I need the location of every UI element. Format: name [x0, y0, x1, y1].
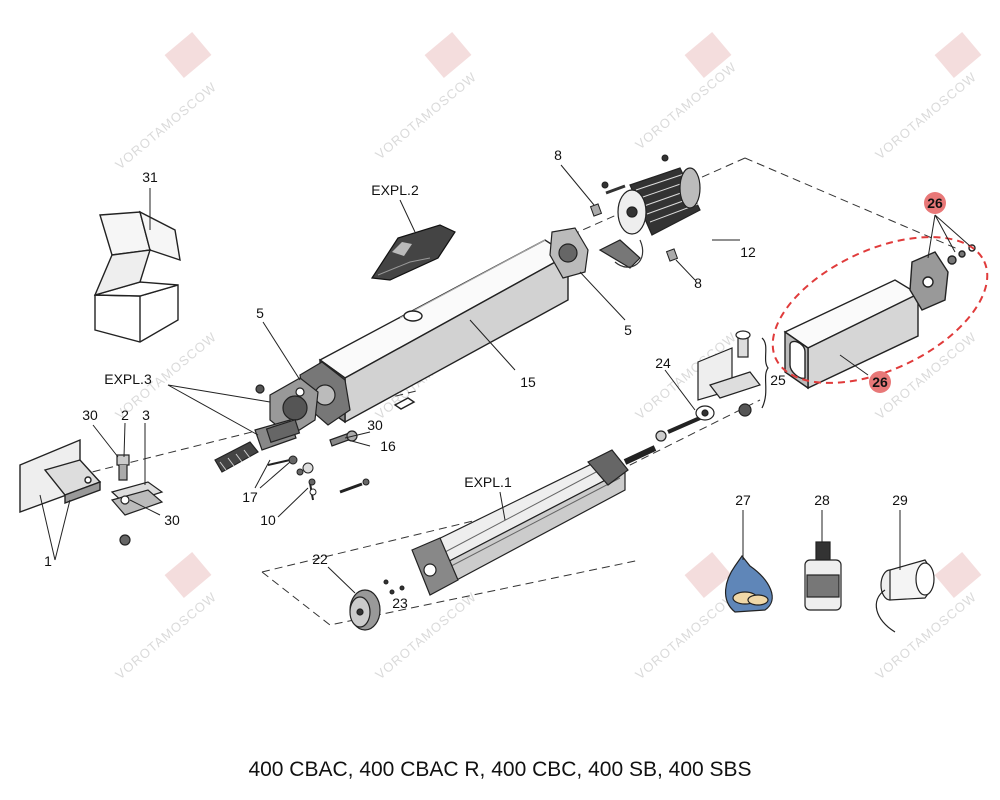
label-5-front: 5 — [256, 305, 264, 321]
label-expl2: EXPL.2 — [371, 182, 419, 198]
part-24-rod-end — [655, 405, 715, 442]
part-2-screw — [116, 454, 130, 481]
label-24: 24 — [655, 355, 671, 371]
part-15-tube — [318, 239, 570, 424]
model-caption: 400 CBAC, 400 CBAC R, 400 CBC, 400 SB, 4… — [248, 758, 752, 781]
part-26-extension-tube — [783, 244, 976, 390]
small-bolt-middle — [339, 478, 370, 494]
part-expl3-gearbox — [214, 377, 319, 473]
part-1-bracket — [19, 438, 102, 514]
label-31: 31 — [142, 169, 158, 185]
part-23-pins — [383, 579, 405, 595]
label-27: 27 — [735, 492, 751, 508]
label-25: 25 — [770, 372, 786, 388]
label-15: 15 — [520, 374, 536, 390]
part-17-screws — [267, 455, 314, 476]
label-5-rear: 5 — [624, 322, 632, 338]
label-2: 2 — [121, 407, 129, 423]
part-3-pivot — [110, 481, 164, 546]
label-29: 29 — [892, 492, 908, 508]
watermark-text: VOROTAMOSCOW — [112, 589, 219, 682]
watermark-text: VOROTAMOSCOW — [372, 69, 479, 162]
leader-lines — [39, 164, 971, 594]
label-23: 23 — [392, 595, 408, 611]
part-8-brush-bottom — [665, 248, 679, 262]
label-26-top-text: 26 — [927, 195, 943, 211]
watermark-text: VOROTAMOSCOW — [372, 589, 479, 682]
label-expl1: EXPL.1 — [464, 474, 512, 490]
part-expl2-cover — [370, 224, 456, 281]
label-26-bottom: 26 — [869, 371, 891, 393]
label-30-bottom: 30 — [164, 512, 180, 528]
part-5-flange-rear — [549, 227, 589, 279]
label-1: 1 — [44, 553, 52, 569]
part-expl1-piston — [411, 445, 657, 596]
label-expl3: EXPL.3 — [104, 371, 152, 387]
watermark-text: VOROTAMOSCOW — [632, 59, 739, 152]
part-labels: 31 EXPL.2 8 12 8 5 5 15 EXPL.3 30 2 3 30… — [44, 147, 946, 611]
part-22-end-cap — [349, 589, 381, 631]
label-8-top: 8 — [554, 147, 562, 163]
label-26-top: 26 — [924, 192, 946, 214]
part-8-brush-top — [589, 154, 669, 217]
part-10-screw — [308, 478, 317, 501]
part-28-oil-bottle — [804, 541, 842, 611]
part-16-bolt — [329, 430, 358, 447]
part-27-grease-bag — [725, 554, 773, 613]
watermark-text: VOROTAMOSCOW — [872, 589, 979, 682]
part-12-motor — [598, 167, 701, 269]
label-10: 10 — [260, 512, 276, 528]
watermark-text: VOROTAMOSCOW — [112, 79, 219, 172]
label-8-bottom: 8 — [694, 275, 702, 291]
part-31-box — [93, 210, 181, 343]
watermark-text: VOROTAMOSCOW — [872, 69, 979, 162]
label-26-bottom-text: 26 — [872, 374, 888, 390]
label-12: 12 — [740, 244, 756, 260]
watermark-text: VOROTAMOSCOW — [632, 589, 739, 682]
bracket-25-brace — [761, 337, 769, 409]
part-25-rear-bracket — [697, 330, 761, 417]
part-29-capacitor — [875, 559, 935, 633]
label-30-left: 30 — [82, 407, 98, 423]
label-28: 28 — [814, 492, 830, 508]
label-16: 16 — [380, 438, 396, 454]
label-22: 22 — [312, 551, 328, 567]
label-3: 3 — [142, 407, 150, 423]
part-26-highlight-ellipse — [771, 236, 989, 384]
label-30-mid: 30 — [367, 417, 383, 433]
label-17: 17 — [242, 489, 258, 505]
